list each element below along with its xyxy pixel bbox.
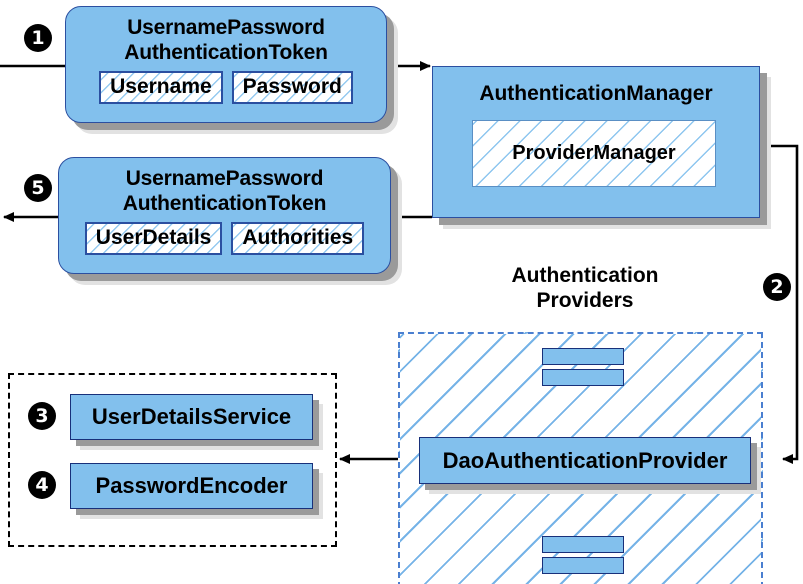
- badge-step-3: 3: [28, 402, 56, 430]
- field-authorities[interactable]: Authorities: [231, 222, 365, 255]
- provider-manager-box[interactable]: ProviderManager: [472, 120, 716, 187]
- response-token-fields: UserDetails Authorities: [84, 222, 365, 255]
- request-token-box[interactable]: UsernamePassword AuthenticationToken Use…: [65, 6, 387, 123]
- response-token-title-line1: UsernamePassword: [125, 167, 324, 190]
- badge-step-4: 4: [28, 471, 56, 499]
- authentication-manager-title: AuthenticationManager: [479, 82, 713, 105]
- field-userdetails[interactable]: UserDetails: [84, 222, 223, 255]
- authentication-manager-box[interactable]: AuthenticationManager ProviderManager: [432, 66, 760, 218]
- password-encoder-box[interactable]: PasswordEncoder: [70, 463, 313, 509]
- user-details-service-box[interactable]: UserDetailsService: [70, 394, 313, 440]
- field-password[interactable]: Password: [231, 71, 353, 104]
- request-token-title-line1: UsernamePassword: [127, 16, 325, 39]
- other-provider-bar-bottom-1[interactable]: [542, 536, 624, 553]
- other-provider-bar-bottom-2[interactable]: [542, 557, 624, 574]
- badge-step-1: 1: [24, 24, 52, 52]
- arrow-manager-to-provider: [760, 144, 799, 464]
- badge-step-5: 5: [24, 174, 52, 202]
- request-token-title-line2: AuthenticationToken: [124, 41, 328, 64]
- response-token-title-line2: AuthenticationToken: [122, 192, 327, 215]
- authentication-providers-title-line1: Authentication: [511, 264, 659, 287]
- response-token-title: UsernamePassword AuthenticationToken: [122, 166, 327, 216]
- authentication-providers-title: Authentication Providers: [455, 263, 715, 313]
- other-provider-bar-top-2[interactable]: [542, 369, 624, 386]
- request-token-fields: Username Password: [99, 71, 353, 104]
- badge-step-2: 2: [763, 273, 791, 301]
- response-token-box[interactable]: UsernamePassword AuthenticationToken Use…: [58, 157, 391, 274]
- other-provider-bar-top-1[interactable]: [542, 348, 624, 365]
- request-token-title: UsernamePassword AuthenticationToken: [124, 15, 328, 65]
- field-username[interactable]: Username: [99, 71, 223, 104]
- dao-authentication-provider-box[interactable]: DaoAuthenticationProvider: [419, 437, 751, 484]
- authentication-providers-title-line2: Providers: [536, 289, 634, 312]
